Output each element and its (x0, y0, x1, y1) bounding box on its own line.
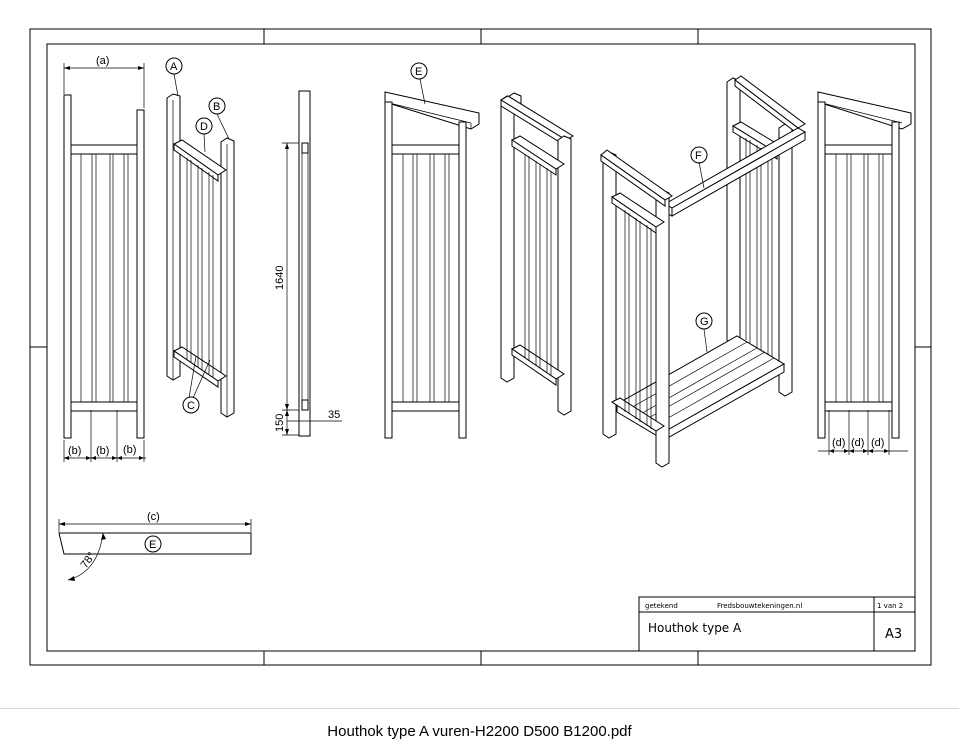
file-name-caption: Houthok type A vuren-H2200 D500 B1200.pd… (327, 723, 632, 740)
side-frame-iso-view (500, 92, 574, 416)
drawing-frame (29, 28, 932, 666)
technical-drawing-sheet: (a) (b) (b) (b) A B D C (29, 28, 932, 666)
dim-base: 150 (274, 414, 286, 432)
roof-board-detail (58, 519, 252, 581)
dim-label-a: (a) (96, 55, 109, 67)
dim-label-b-3: (b) (123, 444, 136, 456)
callout-C: C (187, 400, 195, 412)
dim-label-b-2: (b) (96, 445, 109, 457)
front-panel-view (63, 63, 146, 462)
callout-E-side: E (415, 66, 422, 78)
title-block-title: Houthok type A (648, 621, 742, 635)
back-view-with-roof (817, 91, 912, 455)
callout-D: D (200, 121, 208, 133)
dim-label-d-1: (d) (832, 437, 845, 449)
dim-label-d-3: (d) (871, 437, 884, 449)
side-panel-iso-view (165, 57, 235, 418)
title-block (638, 596, 916, 652)
file-caption-bar: Houthok type A vuren-H2200 D500 B1200.pd… (0, 708, 959, 755)
title-block-sheet-size: A3 (885, 627, 902, 642)
dim-height: 1640 (274, 266, 286, 290)
title-block-drawn-label: getekend (645, 602, 678, 610)
side-section-view (282, 90, 342, 437)
dim-label-c: (c) (147, 511, 160, 523)
dim-thickness: 35 (328, 409, 340, 421)
callout-E-board: E (149, 539, 156, 551)
dim-label-d-2: (d) (851, 437, 864, 449)
title-block-page: 1 van 2 (877, 602, 903, 610)
full-shed-iso-view (600, 75, 807, 468)
callout-B: B (213, 101, 220, 113)
title-block-author: Fredsbouwtekeningen.nl (717, 602, 802, 610)
dim-label-b-1: (b) (68, 445, 81, 457)
callout-A: A (170, 61, 178, 73)
callout-G: G (700, 316, 709, 328)
callout-F: F (695, 150, 702, 162)
side-view-with-roof (384, 62, 480, 439)
